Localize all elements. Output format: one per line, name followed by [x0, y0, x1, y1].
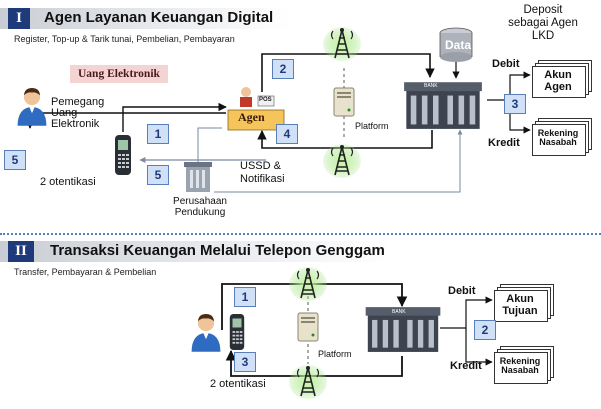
step-ii-3-badge: 3: [234, 352, 256, 372]
support-to-bank-link: [214, 129, 463, 193]
debit-label-ii: Debit: [448, 285, 476, 297]
deposit-label-line-1: Deposit: [523, 4, 563, 16]
document-stack-icon-akun-agen: Akun Agen: [532, 60, 592, 98]
ussd-label: USSD & Notifikasi: [240, 160, 285, 186]
support-label-line-1: Perusahaan: [173, 196, 227, 207]
step-5b-badge: 5: [147, 165, 169, 185]
document-stack-icon-akun-tujuan: Akun Tujuan: [494, 284, 554, 322]
step-2-badge: 2: [272, 59, 294, 79]
cell-tower-icon-ii-top: [288, 266, 328, 302]
arrow-debit: [487, 71, 531, 101]
section-divider: [0, 233, 601, 235]
server-icon-ii: [297, 312, 319, 342]
holder-label-line-3: Elektronik: [51, 118, 100, 130]
doc-akun-tujuan-line-2: Tujuan: [502, 304, 538, 317]
doc-rekening-line-2: Nasabah: [539, 137, 577, 148]
step-5a-badge: 5: [4, 150, 26, 170]
kredit-label: Kredit: [488, 137, 520, 149]
step-ii-1-badge: 1: [234, 287, 256, 307]
doc-rekening-ii-line-2: Nasabah: [501, 365, 539, 376]
section-2-number: II: [8, 241, 34, 262]
step-ii-2-badge: 2: [474, 320, 496, 340]
cell-tower-icon-bottom: [322, 143, 362, 179]
building-icon: [184, 162, 212, 192]
phone-icon: [115, 135, 131, 175]
step-3-badge: 3: [504, 94, 526, 114]
person-icon: [17, 88, 47, 126]
data-label: Data: [445, 38, 472, 52]
doc-akun-tujuan-line-1: Akun: [506, 293, 534, 305]
pos-label: POS: [259, 97, 272, 103]
deposit-label: Deposit sebagai Agen LKD: [500, 4, 586, 43]
section-1-title: Agen Layanan Keuangan Digital: [44, 9, 274, 26]
step-1-badge: 1: [147, 124, 169, 144]
server-icon: [333, 87, 355, 117]
bank-label-ii: BANK: [392, 309, 406, 315]
support-company-label: Perusahaan Pendukung: [168, 196, 232, 218]
holder-label-line-2: Uang: [51, 107, 78, 119]
document-stack-icon-rekening-nasabah: Rekening Nasabah: [532, 118, 592, 156]
section-1-number: I: [8, 8, 30, 29]
step-4-badge: 4: [276, 124, 298, 144]
arrow-ii-debit: [440, 296, 493, 329]
debit-label: Debit: [492, 58, 520, 70]
section-2-header-bar: [0, 241, 390, 262]
phone-icon-ii: [229, 314, 245, 350]
support-link: [197, 127, 222, 170]
deposit-label-line-3: LKD: [531, 30, 555, 42]
bank-label: BANK: [424, 83, 438, 89]
doc-rekening-ii-line-1: Rekening: [499, 356, 541, 366]
document-stack-icon-rekening-nasabah-ii: Rekening Nasabah: [494, 346, 554, 384]
doc-rekening-line-1: Rekening: [537, 128, 579, 138]
section-2-title: Transaksi Keuangan Melalui Telepon Gengg…: [50, 242, 385, 259]
agent-booth-icon: [227, 87, 285, 131]
database-icon: [439, 27, 473, 62]
bank-icon: [404, 82, 482, 129]
platform-label-ii: Platform: [318, 349, 352, 359]
cell-tower-icon-top: [322, 26, 362, 62]
holder-label: Pemegang Uang Elektronik: [51, 97, 104, 130]
person-icon-ii: [191, 314, 221, 352]
otentikasi-label: 2 otentikasi: [40, 176, 96, 188]
kredit-label-ii: Kredit: [450, 360, 482, 372]
section-1-subtitle: Register, Top-up & Tarik tunai, Pembelia…: [14, 34, 235, 44]
section-2-subtitle: Transfer, Pembayaran & Pembelian: [14, 267, 157, 277]
deposit-label-line-2: sebagai Agen: [508, 17, 578, 29]
otentikasi-label-ii: 2 otentikasi: [210, 378, 266, 390]
ussd-label-line-1: USSD &: [240, 160, 281, 172]
platform-label: Platform: [355, 121, 389, 131]
arrow-1-phone-to-agent: [122, 102, 227, 132]
section-1-header-bar: [0, 8, 290, 29]
holder-label-line-1: Pemegang: [51, 96, 105, 108]
doc-akun-line-1: Akun: [544, 69, 572, 81]
ussd-label-line-2: Notifikasi: [240, 173, 285, 185]
arrow-ii-kredit: [465, 328, 493, 366]
doc-akun-line-2: Agen: [544, 80, 572, 93]
support-label-line-2: Pendukung: [174, 207, 226, 218]
uang-elektronik-label: Uang Elektronik: [70, 65, 168, 83]
cell-tower-icon-ii-bottom: [288, 364, 328, 400]
agent-sign: Agen: [238, 110, 265, 124]
